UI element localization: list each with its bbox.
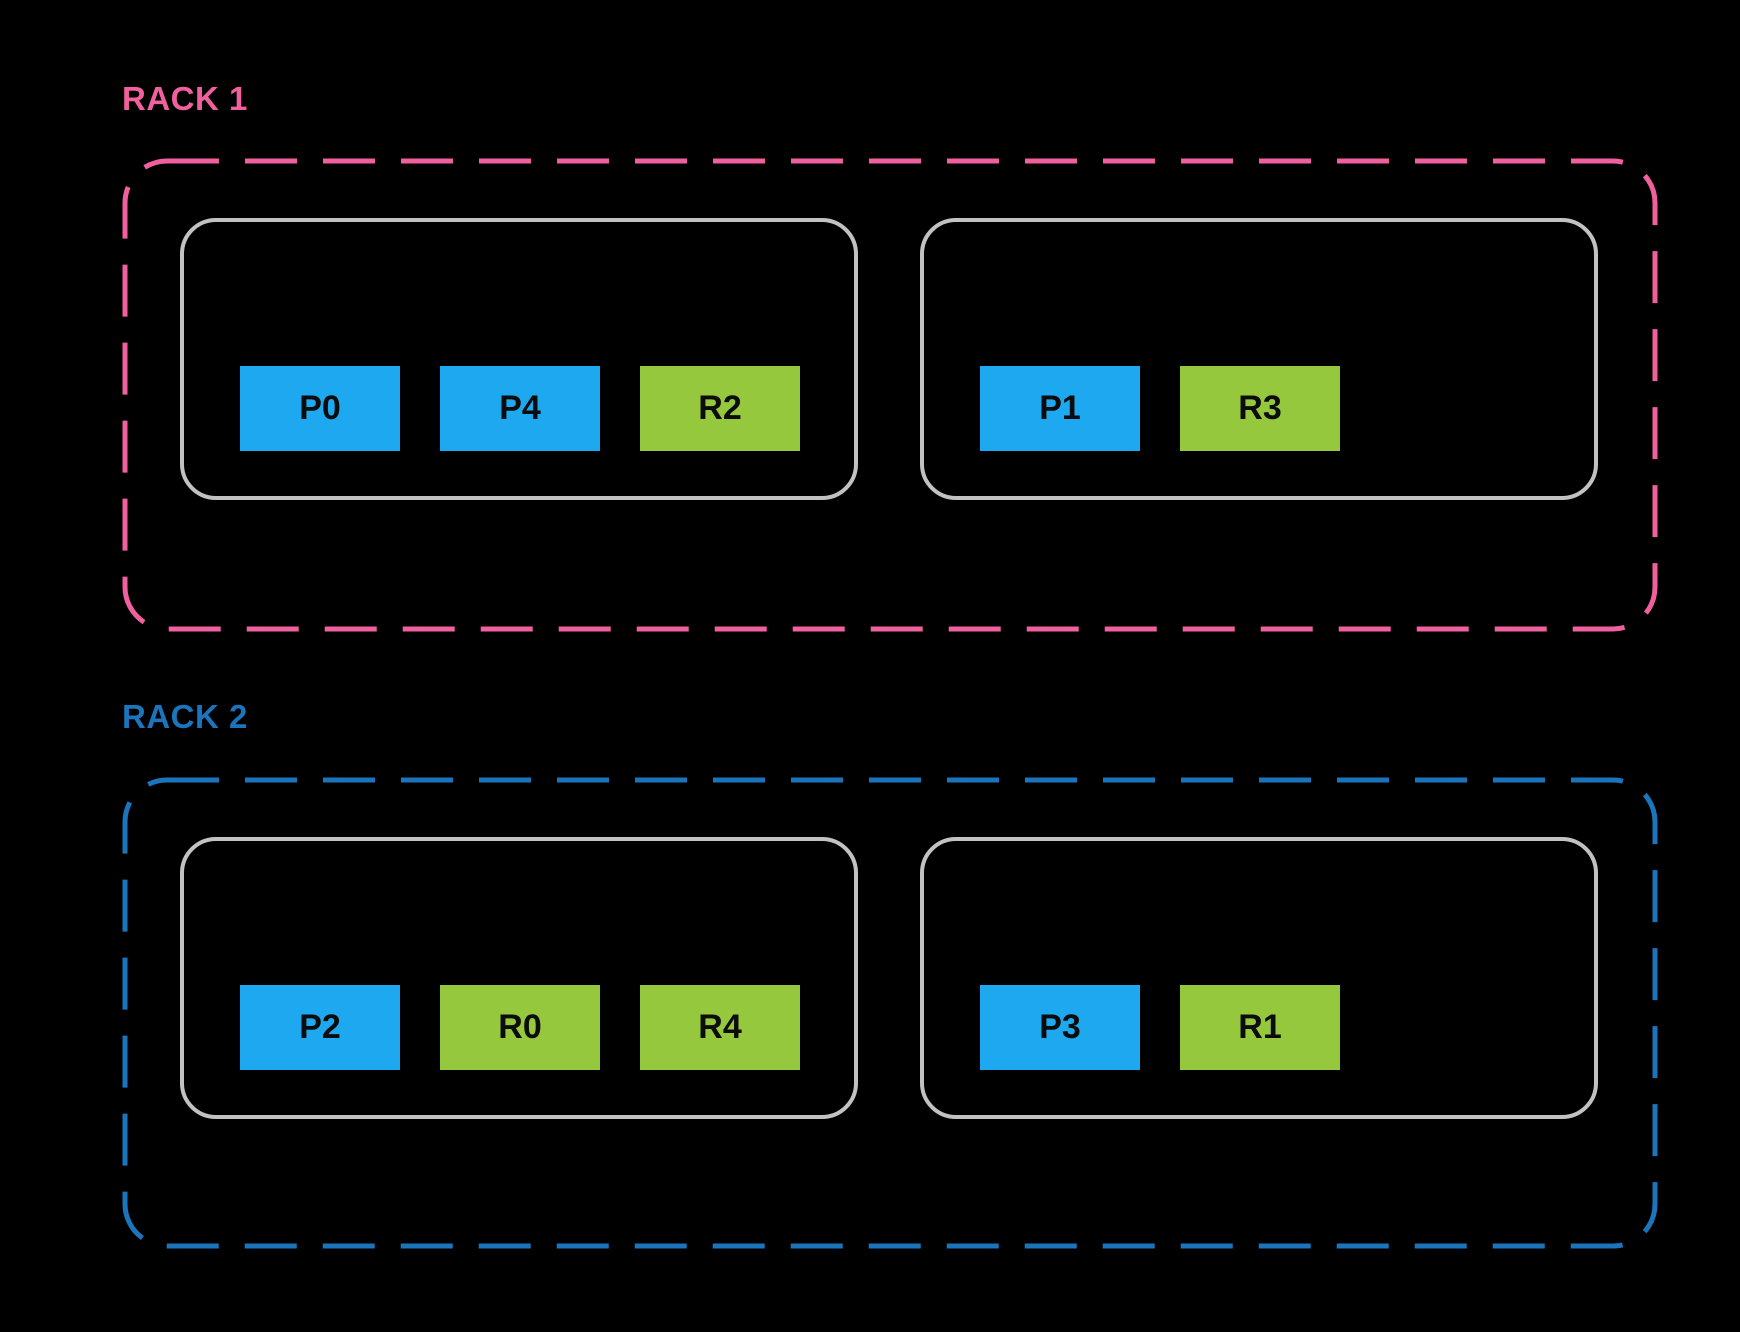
chip-r3: R3 — [1180, 366, 1340, 451]
chip-r0: R0 — [440, 985, 600, 1070]
rack1-host1-chip-row: P0 P4 R2 — [240, 366, 800, 451]
rack1-dashed-border — [122, 158, 1658, 632]
rack2-host2-chip-row: P3 R1 — [980, 985, 1340, 1070]
rack2-host2-box: P3 R1 — [920, 837, 1598, 1119]
rack2-label: RACK 2 — [122, 698, 248, 735]
rack2-group: P2 R0 R4 P3 R1 — [122, 777, 1658, 1249]
rack1-label: RACK 1 — [122, 80, 248, 117]
chip-p4: P4 — [440, 366, 600, 451]
rack2-host1-box: P2 R0 R4 — [180, 837, 858, 1119]
chip-p2: P2 — [240, 985, 400, 1070]
rack1-border-rect — [122, 158, 1658, 632]
rack1-group: P0 P4 R2 P1 R3 — [122, 158, 1658, 632]
rack1-host2-chip-row: P1 R3 — [980, 366, 1340, 451]
rack1-host2-box: P1 R3 — [920, 218, 1598, 500]
rack2-dashed-border — [122, 777, 1658, 1249]
rack2-border-rect — [122, 777, 1658, 1249]
chip-r1: R1 — [1180, 985, 1340, 1070]
chip-r4: R4 — [640, 985, 800, 1070]
chip-p0: P0 — [240, 366, 400, 451]
chip-r2: R2 — [640, 366, 800, 451]
chip-p3: P3 — [980, 985, 1140, 1070]
rack2-host1-chip-row: P2 R0 R4 — [240, 985, 800, 1070]
chip-p1: P1 — [980, 366, 1140, 451]
rack1-host1-box: P0 P4 R2 — [180, 218, 858, 500]
